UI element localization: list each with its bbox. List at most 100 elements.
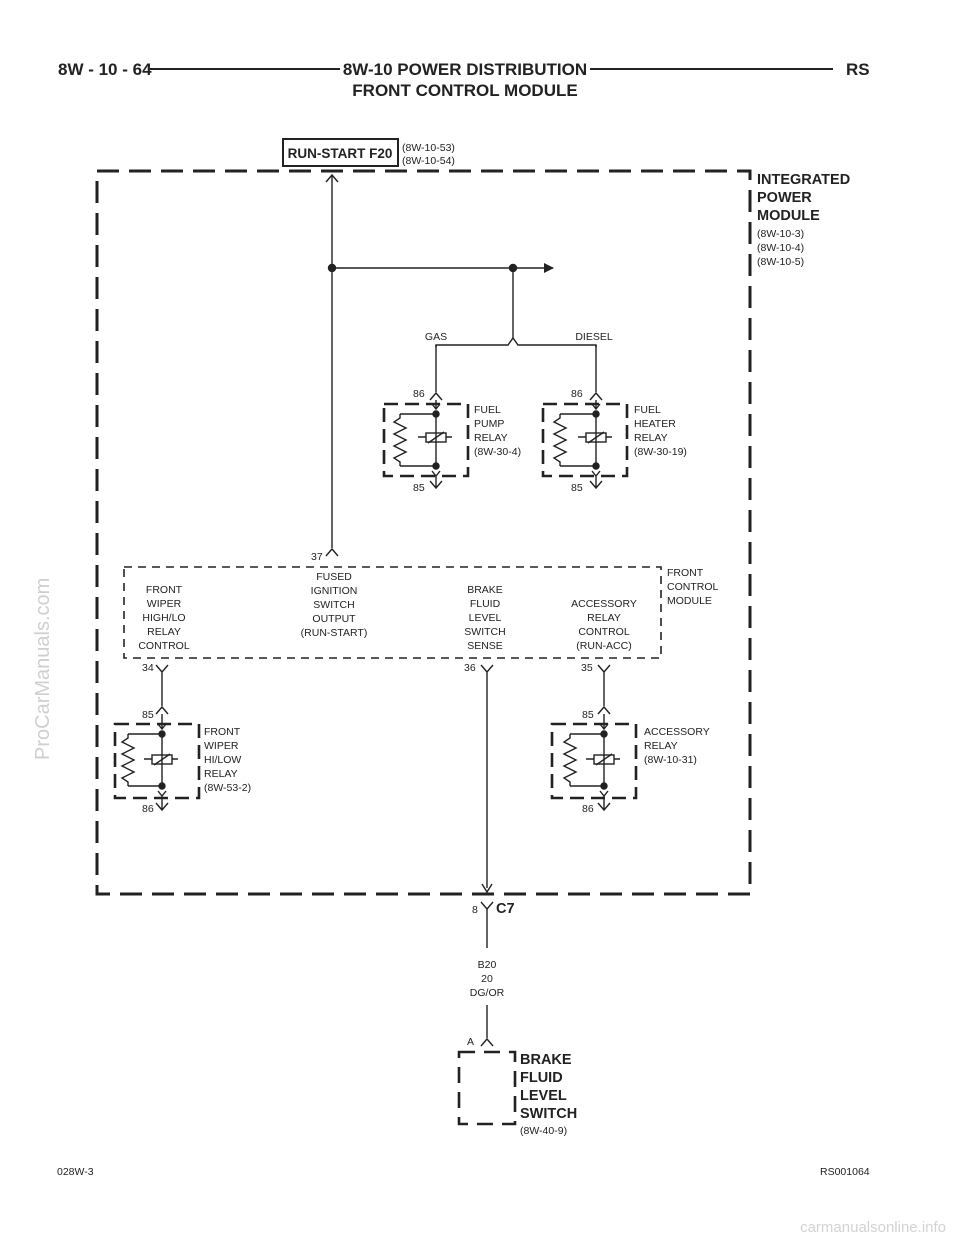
accessory-relay-ref: (8W-10-31) [644, 754, 697, 766]
wiper-relay-node-bottom [158, 782, 166, 790]
fuel-heater-relay-node-top [592, 410, 600, 418]
fuse-box [282, 138, 399, 167]
wiper-relay-pin-bottom: 86 [142, 803, 154, 815]
fcm-pin-36: 36 [464, 662, 476, 674]
fcm-acc-ctrl-2: RELAY [587, 612, 621, 624]
fcm-wiper-ctrl-1: FRONT [146, 584, 183, 596]
fuel-pump-relay-box [382, 402, 470, 478]
fcm-wiper-ctrl-4: RELAY [147, 626, 181, 638]
fcm-fused-ign-5: (RUN-START) [301, 627, 368, 639]
fuel-heater-relay-coil-slash [578, 431, 612, 444]
fuel-heater-relay-wiring [552, 400, 597, 467]
fuel-heater-relay-box [541, 402, 629, 478]
ipm-title-3: MODULE [757, 208, 820, 224]
fcm-brake-sense-1: BRAKE [467, 584, 503, 596]
accessory-relay-pin85 [597, 705, 611, 715]
fcm-brake-sense-2: FLUID [470, 598, 501, 610]
fuel-pump-relay-arrow-top [431, 403, 441, 411]
c7-pin: 8 [472, 904, 478, 916]
brake-switch-ref: (8W-40-9) [520, 1125, 567, 1137]
brake-switch-title-2: FLUID [520, 1070, 563, 1086]
ipm-title-1: INTEGRATED [757, 172, 850, 188]
fuel-heater-relay-pin-bottom: 85 [571, 482, 583, 494]
wiper-relay-node-top [158, 730, 166, 738]
fuel-heater-relay-pin86 [589, 391, 603, 401]
accessory-relay-pin-bottom: 86 [582, 803, 594, 815]
fuse-ref-1: (8W-10-53) [402, 142, 455, 154]
fcm-brake-sense-4: SWITCH [464, 626, 505, 638]
accessory-relay-arrow-top [599, 723, 609, 731]
fcm-pin35 [597, 664, 611, 706]
wiper-relay-pin85 [155, 705, 169, 715]
header-page-number: 8W - 10 - 64 [58, 60, 152, 79]
accessory-relay-label-2: RELAY [644, 740, 678, 752]
fcm-brake-sense-5: SENSE [467, 640, 503, 652]
brake-switch-title-3: LEVEL [520, 1088, 567, 1104]
fcm-pin36 [480, 664, 494, 888]
fuel-pump-relay-node-bottom [432, 462, 440, 470]
brake-switch-box [457, 1050, 517, 1126]
accessory-relay-pin-top: 85 [582, 709, 594, 721]
brake-switch-title-4: SWITCH [520, 1106, 577, 1122]
wiper-relay-label-2: WIPER [204, 740, 239, 752]
fcm-fused-ign-2: IGNITION [311, 585, 358, 597]
fuel-heater-relay-label-2: HEATER [634, 418, 676, 430]
wiper-relay-arrow-bottom [157, 790, 167, 798]
wire-gauge: 20 [481, 973, 493, 985]
c7-connector-symbol [480, 901, 494, 911]
fcm-brake-sense-3: LEVEL [469, 612, 502, 624]
wire-circuit: B20 [478, 959, 497, 971]
accessory-relay-pin86 [597, 796, 611, 812]
ipm-ref-1: (8W-10-3) [757, 228, 804, 240]
fcm-wiper-ctrl-5: CONTROL [138, 640, 189, 652]
fcm-pin34 [155, 664, 169, 706]
option-diesel-label: DIESEL [575, 331, 613, 343]
brake-switch-pin-a [480, 1037, 494, 1047]
fcm-pin37-connector [325, 547, 339, 557]
fuel-pump-relay-ref: (8W-30-4) [474, 446, 521, 458]
fuel-pump-relay-coil-slash [418, 431, 452, 444]
option-bar [435, 336, 597, 347]
fuse-label: RUN-START F20 [288, 146, 393, 161]
fcm-wiper-ctrl-3: HIGH/LO [142, 612, 185, 624]
fcm-pin-37: 37 [311, 551, 323, 563]
wiper-relay-pin86 [155, 796, 169, 812]
ipm-boundary [95, 169, 752, 896]
fcm-acc-ctrl-3: CONTROL [578, 626, 629, 638]
fcm-title-1: FRONT [667, 567, 704, 579]
fuel-pump-relay-label-2: PUMP [474, 418, 504, 430]
fuse-ref-2: (8W-10-54) [402, 155, 455, 167]
fuel-heater-relay-ref: (8W-30-19) [634, 446, 687, 458]
wiper-relay-arrow-top [157, 723, 167, 731]
fuel-pump-relay-wiring [392, 400, 437, 467]
fcm-acc-ctrl-4: (RUN-ACC) [576, 640, 631, 652]
c7-arrow-in [481, 883, 493, 894]
fuel-heater-relay-pin-top: 86 [571, 388, 583, 400]
watermark-bottom: carmanualsonline.info [800, 1219, 946, 1236]
fuel-heater-relay-label-1: FUEL [634, 404, 661, 416]
fcm-pin-35: 35 [581, 662, 593, 674]
accessory-relay-box [550, 722, 638, 800]
wiper-relay-ref: (8W-53-2) [204, 782, 251, 794]
fcm-wiper-ctrl-2: WIPER [147, 598, 182, 610]
brake-switch-title-1: BRAKE [520, 1052, 572, 1068]
accessory-relay-node-bottom [600, 782, 608, 790]
fuel-heater-relay-pin85 [589, 476, 603, 490]
header-title-line2: FRONT CONTROL MODULE [352, 81, 577, 100]
fcm-boundary [123, 566, 662, 659]
fcm-acc-ctrl-1: ACCESSORY [571, 598, 637, 610]
wiper-relay-label-1: FRONT [204, 726, 241, 738]
fuel-pump-relay-label-3: RELAY [474, 432, 508, 444]
fuel-pump-relay-node-top [432, 410, 440, 418]
watermark-side: ProCarManuals.com [32, 578, 54, 760]
fuel-pump-relay-pin86 [429, 391, 443, 401]
fcm-title-2: CONTROL [667, 581, 718, 593]
option-gas-label: GAS [425, 331, 447, 343]
accessory-relay-arrow-bottom [599, 790, 609, 798]
accessory-relay-node-top [600, 730, 608, 738]
ipm-ref-2: (8W-10-4) [757, 242, 804, 254]
fuel-pump-relay-pin-top: 86 [413, 388, 425, 400]
wiper-relay-box [113, 722, 201, 800]
splice-left [327, 263, 337, 273]
